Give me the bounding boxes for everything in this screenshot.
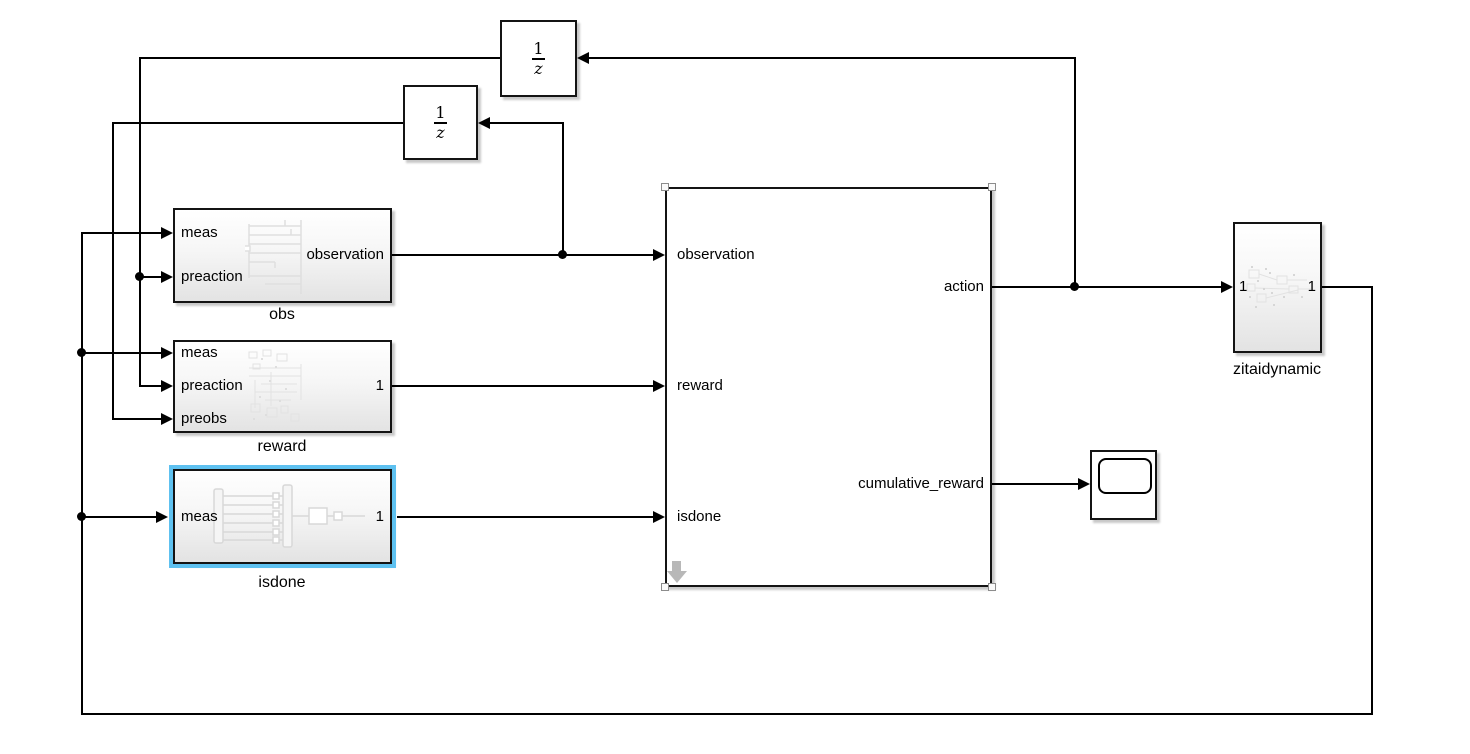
arrowhead — [653, 511, 665, 523]
wire-feedback[interactable] — [81, 352, 162, 354]
arrowhead — [156, 511, 168, 523]
wire-preobs[interactable] — [112, 122, 403, 124]
resize-handle-bottom-right[interactable] — [988, 583, 996, 591]
arrowhead — [478, 117, 490, 129]
arrowhead — [161, 271, 173, 283]
obs-thumbnail-icon — [245, 220, 302, 294]
resize-handle-bottom-left[interactable] — [661, 583, 669, 591]
obs-subsystem-block[interactable]: meas preaction observation — [173, 208, 392, 303]
wire-feedback[interactable] — [1322, 286, 1373, 288]
fraction-bar — [434, 121, 447, 124]
port-label-preaction: preaction — [181, 268, 243, 285]
arrowhead — [653, 380, 665, 392]
port-label-isdone: isdone — [677, 508, 722, 525]
arrowhead — [161, 413, 173, 425]
zitaidynamic-subsystem-block[interactable]: 1 1 — [1233, 222, 1322, 353]
scope-block[interactable] — [1090, 450, 1157, 520]
obs-block-name: obs — [269, 306, 295, 323]
wire-isdone[interactable] — [397, 516, 654, 518]
wire-action[interactable] — [992, 286, 1222, 288]
port-label-observation: observation — [306, 246, 384, 263]
wire-feedback[interactable] — [81, 232, 162, 234]
wire-preobs[interactable] — [112, 122, 114, 420]
port-label-out: 1 — [375, 377, 384, 394]
agent-block[interactable]: observation reward isdone action cumulat… — [665, 187, 992, 587]
wire-preaction[interactable] — [139, 57, 500, 59]
unit-delay-block-mid[interactable]: 1 z — [403, 85, 478, 160]
wire-cumulative-reward[interactable] — [992, 483, 1079, 485]
isdone-block-name: isdone — [258, 574, 306, 591]
wire-observation-branch[interactable] — [562, 122, 564, 256]
wire-reward[interactable] — [392, 385, 654, 387]
reward-thumbnail-icon — [248, 349, 302, 422]
wire-action-branch[interactable] — [1074, 57, 1076, 288]
port-label-observation: observation — [677, 246, 755, 263]
arrowhead — [161, 347, 173, 359]
port-label-action: action — [943, 278, 984, 295]
unit-delay-fraction: 1 z — [502, 22, 575, 95]
wire-feedback[interactable] — [1371, 286, 1373, 715]
wire-preaction[interactable] — [139, 385, 161, 387]
unit-delay-block-top[interactable]: 1 z — [500, 20, 577, 97]
wire-preaction[interactable] — [139, 57, 141, 387]
wire-feedback[interactable] — [81, 232, 83, 715]
port-label-in: 1 — [1239, 278, 1248, 295]
scope-screen-icon — [1098, 458, 1152, 494]
wire-observation-branch[interactable] — [490, 122, 564, 124]
unit-delay-fraction: 1 z — [405, 87, 476, 158]
port-label-out: 1 — [375, 508, 384, 525]
zitaidynamic-block-name: zitaidynamic — [1232, 361, 1322, 378]
port-label-meas: meas — [181, 508, 218, 525]
port-label-preaction: preaction — [181, 377, 243, 394]
arrowhead — [577, 52, 589, 64]
arrowhead — [1078, 478, 1090, 490]
arrowhead — [653, 249, 665, 261]
wire-feedback[interactable] — [81, 516, 157, 518]
arrowhead — [161, 380, 173, 392]
arrowhead — [161, 227, 173, 239]
fraction-denominator: z — [534, 58, 543, 78]
isdone-thumbnail-icon — [213, 484, 365, 548]
fraction-bar — [532, 57, 545, 60]
port-label-meas: meas — [181, 224, 218, 241]
wire-preobs[interactable] — [112, 418, 162, 420]
reward-block-name: reward — [257, 438, 307, 455]
port-label-out: 1 — [1307, 278, 1316, 295]
port-label-cumulative-reward: cumulative_reward — [858, 475, 984, 492]
wire-action-branch[interactable] — [589, 57, 1075, 59]
zitaidynamic-thumbnail-icon — [1246, 266, 1311, 308]
wire-observation[interactable] — [392, 254, 654, 256]
port-label-reward: reward — [677, 377, 723, 394]
port-label-meas: meas — [181, 344, 218, 361]
fraction-numerator: 1 — [435, 102, 446, 122]
port-label-preobs: preobs — [181, 410, 227, 427]
resize-handle-top-right[interactable] — [988, 183, 996, 191]
reward-subsystem-block[interactable]: meas preaction preobs 1 — [173, 340, 392, 433]
isdone-subsystem-block[interactable]: meas 1 — [169, 465, 396, 568]
down-arrow-icon[interactable] — [672, 561, 681, 572]
fraction-numerator: 1 — [533, 38, 544, 58]
wire-preaction[interactable] — [139, 276, 161, 278]
wire-feedback[interactable] — [81, 713, 1373, 715]
arrowhead — [1221, 281, 1233, 293]
down-arrow-icon[interactable] — [667, 571, 687, 583]
fraction-denominator: z — [436, 122, 445, 142]
resize-handle-top-left[interactable] — [661, 183, 669, 191]
